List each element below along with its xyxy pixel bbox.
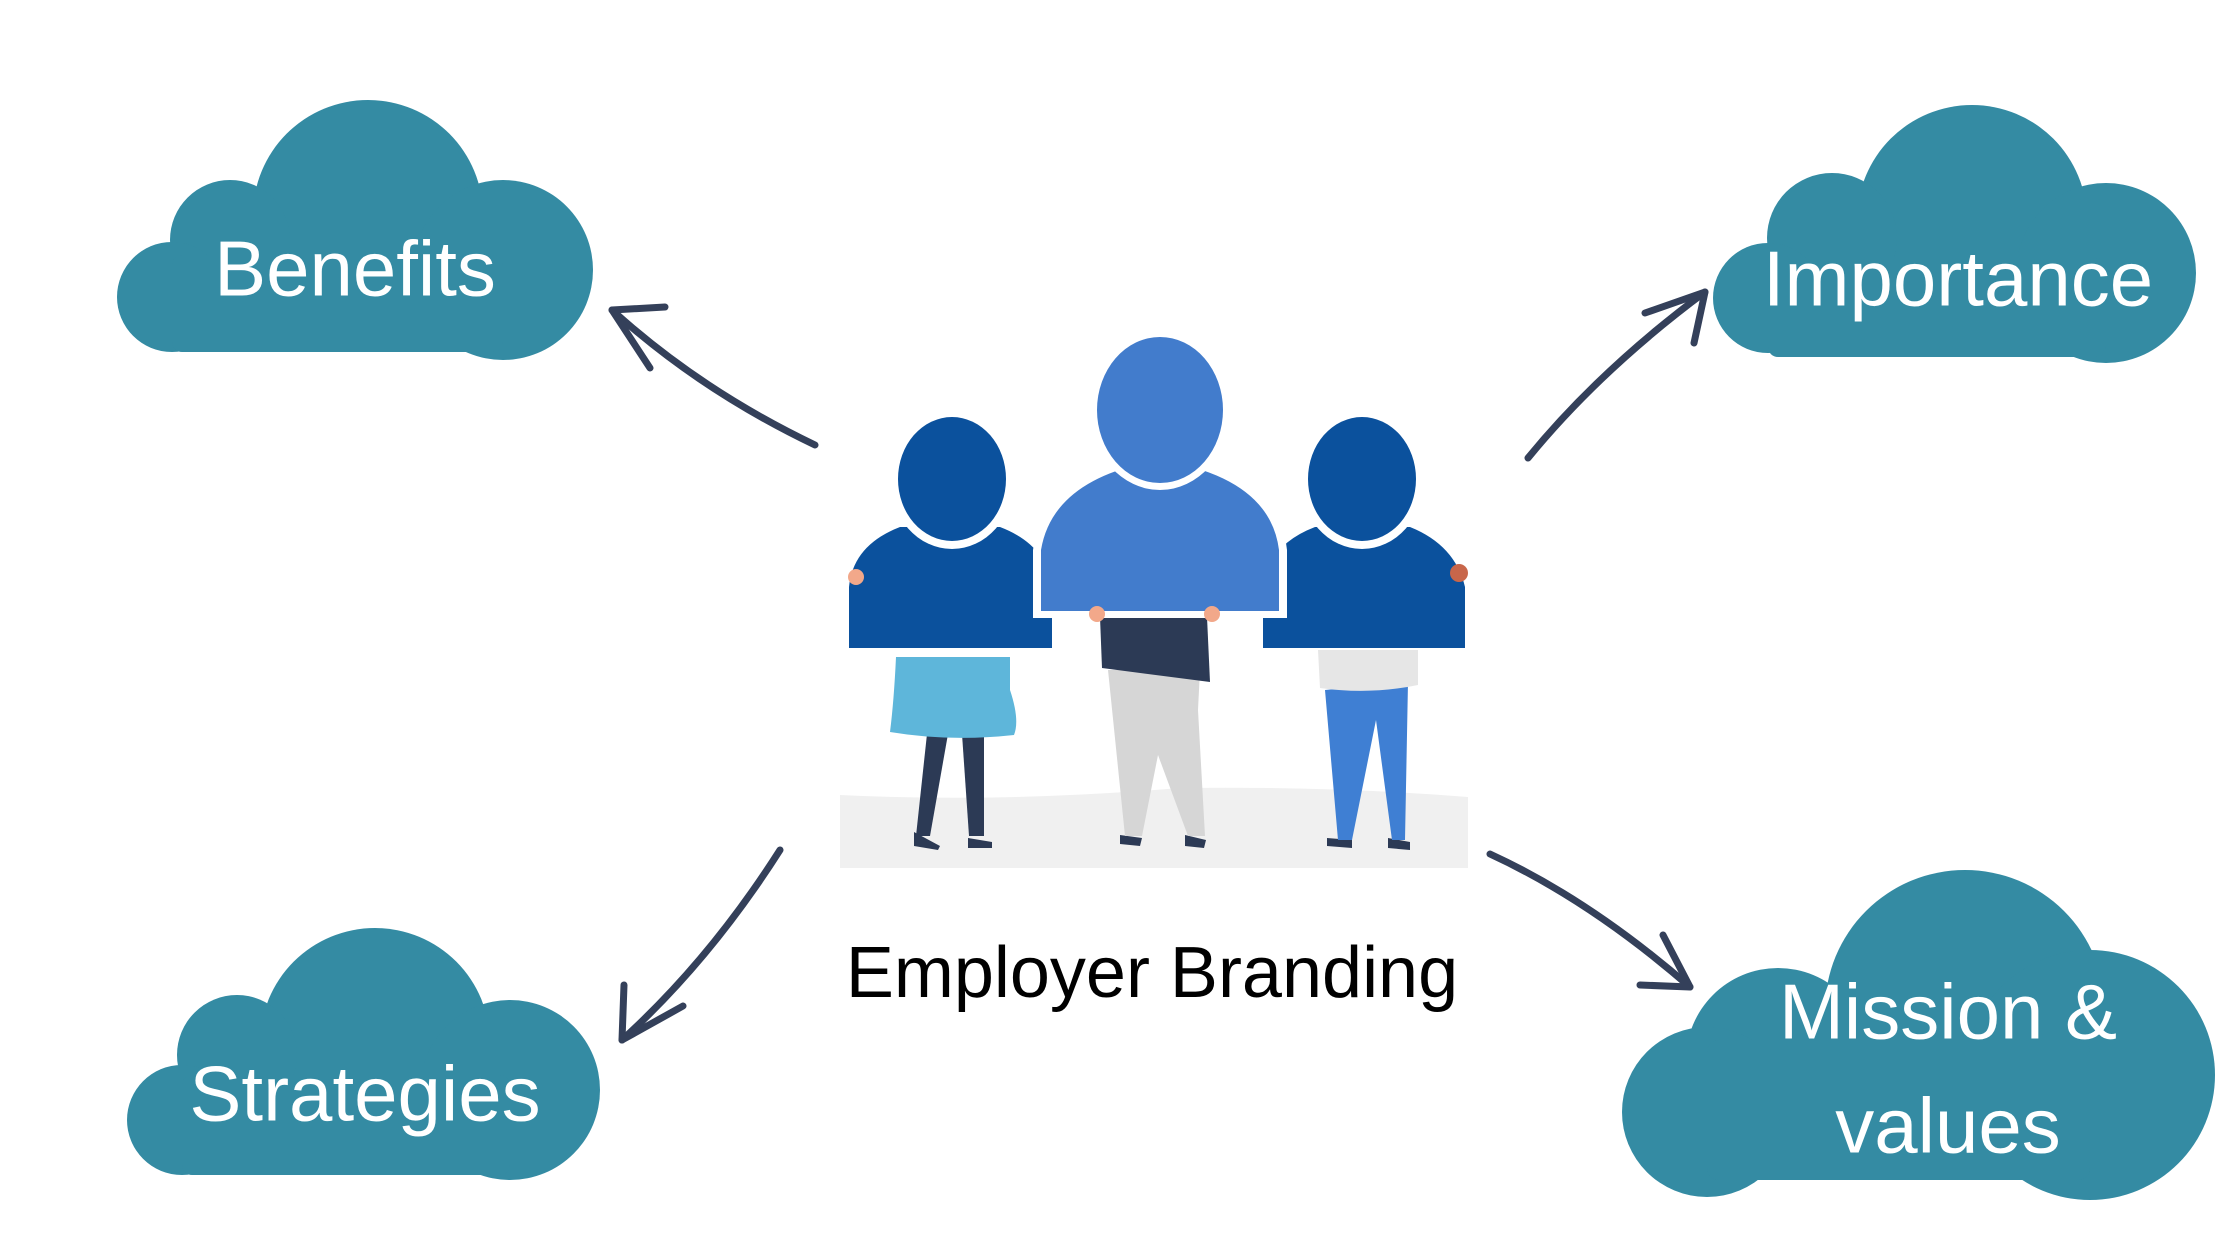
importance-label: Importance [1763, 235, 2153, 323]
arrow-to-strategies [618, 846, 784, 1044]
ground-shadow [840, 787, 1468, 868]
person-left-icon [848, 409, 1052, 850]
person-right-icon [1263, 409, 1468, 850]
person-middle-icon [1033, 330, 1287, 848]
arrow-to-importance [1524, 288, 1709, 462]
people-group-icon [840, 330, 1468, 868]
cloud-benefits: Benefits [117, 100, 593, 360]
mission-label-line2: values [1835, 1082, 2060, 1170]
cloud-importance: Importance [1713, 105, 2196, 363]
cloud-mission-values: Mission & values [1622, 870, 2215, 1200]
cloud-icon [1622, 870, 2215, 1200]
arrow-to-mission-values [1486, 850, 1694, 991]
benefits-label: Benefits [214, 225, 496, 313]
cloud-icon [127, 928, 600, 1180]
cloud-strategies: Strategies [127, 928, 600, 1180]
mission-label-line1: Mission & [1779, 968, 2117, 1056]
arrow-to-benefits [608, 303, 819, 449]
cloud-icon [117, 100, 593, 360]
cloud-icon [1713, 105, 2196, 363]
strategies-label: Strategies [189, 1050, 540, 1138]
center-title: Employer Branding [846, 933, 1458, 1013]
